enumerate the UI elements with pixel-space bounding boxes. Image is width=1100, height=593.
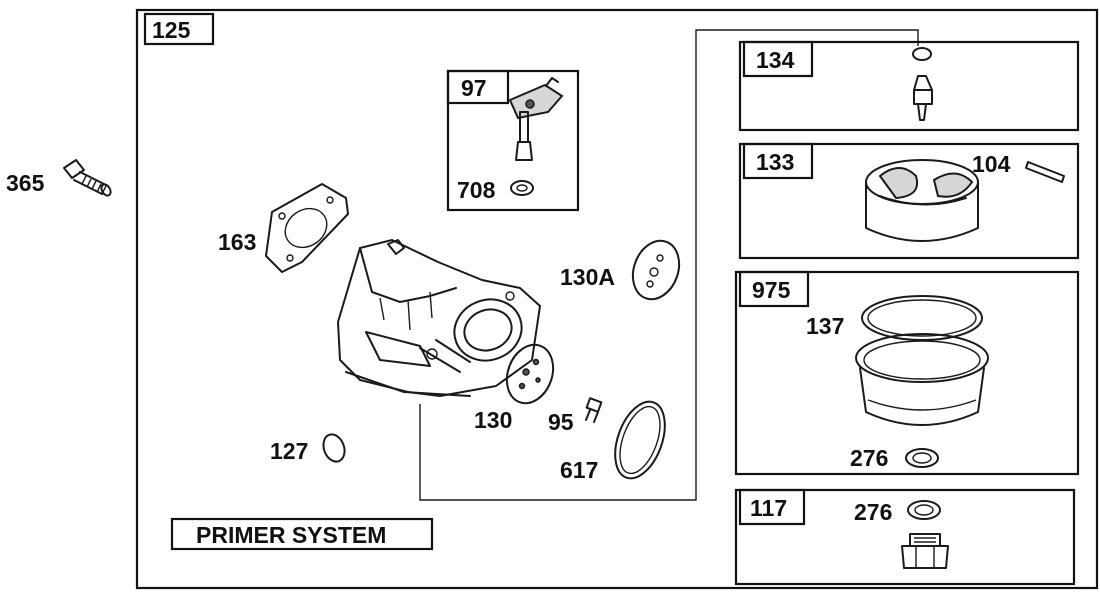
kit-97-number: 97	[461, 75, 487, 101]
primer-bulb-icon	[508, 77, 564, 161]
kit-connection-line	[419, 29, 919, 501]
plug-127-icon	[322, 433, 346, 463]
washer-276-icon	[905, 448, 939, 468]
kit-97-frame	[446, 69, 580, 212]
main-frame-number-box	[143, 12, 215, 46]
kit-117-part-label: 276	[854, 499, 892, 525]
kit-975-part-a-label: 137	[806, 313, 844, 339]
kit-134-frame	[738, 40, 1080, 132]
needle-valve-icon	[912, 47, 933, 121]
part-365-label: 365	[6, 170, 45, 196]
kit-134-number: 134	[756, 47, 795, 73]
main-frame-number: 125	[152, 17, 191, 43]
diaphragm-130a-icon	[631, 239, 681, 301]
part-708-label: 708	[457, 177, 496, 203]
kit-133-frame	[738, 142, 1080, 260]
oring-617-icon	[614, 400, 666, 480]
kit-117-number-box	[738, 488, 806, 526]
bowl-nut-icon	[901, 533, 949, 569]
part-130-label: 130	[474, 407, 512, 433]
kit-975-part-b-label: 276	[850, 445, 888, 471]
kit-975-frame	[734, 270, 1080, 476]
kit-133-number: 133	[756, 149, 794, 175]
float-icon	[865, 159, 979, 242]
float-pin-icon	[1025, 161, 1065, 183]
primer-system-box	[170, 517, 434, 551]
carburetor-body-icon	[337, 239, 541, 397]
kit-975-number-box	[738, 270, 810, 308]
bolt-icon	[63, 159, 112, 197]
primer-system-label: PRIMER SYSTEM	[196, 522, 386, 548]
part-127-label: 127	[270, 438, 308, 464]
kit-117-number: 117	[750, 495, 787, 521]
seal-708-icon	[510, 180, 534, 196]
bowl-gasket-icon	[861, 295, 983, 341]
washer-117-icon	[907, 500, 941, 520]
part-163-label: 163	[218, 229, 256, 255]
plate-130-icon	[505, 343, 555, 405]
kit-133-part-label: 104	[972, 151, 1011, 177]
kit-975-number: 975	[752, 277, 791, 303]
screw-95-icon	[585, 397, 603, 423]
kit-134-number-box	[742, 40, 814, 78]
kit-97-number-box	[446, 69, 510, 105]
gasket-163-icon	[265, 183, 349, 273]
main-frame	[135, 8, 1099, 590]
kit-133-number-box	[742, 142, 814, 180]
part-95-label: 95	[548, 409, 574, 435]
float-bowl-icon	[855, 333, 989, 426]
kit-117-frame	[734, 488, 1076, 586]
part-130a-label: 130A	[560, 264, 615, 290]
part-617-label: 617	[560, 457, 598, 483]
